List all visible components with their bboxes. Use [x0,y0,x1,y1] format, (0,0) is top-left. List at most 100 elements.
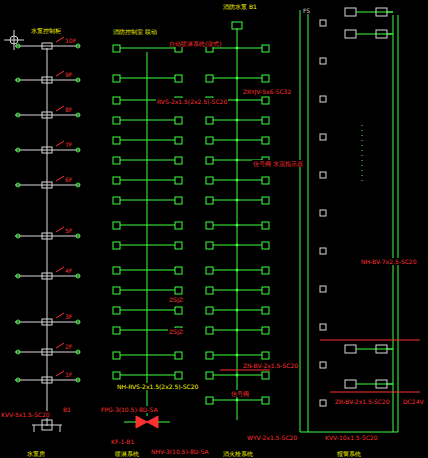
wire [15,115,80,116]
wire [34,425,35,432]
cable-label: KVV-5x1.5-SC20 [0,411,51,418]
cable-label: 9F [64,71,73,78]
cable-label: DC24V [402,398,425,405]
device-symbol [113,242,120,249]
wire [213,78,262,79]
device-symbol [42,43,52,49]
cable-label: FPG-3(10.5)-8D-SA [100,406,159,413]
wire [120,200,175,201]
junction [236,99,239,102]
cable-label: KVV-10x1.5-SC20 [324,434,378,441]
device-symbol [206,242,213,249]
device-symbol [175,222,182,229]
cable-label: 消防控制室 联动 [112,28,158,35]
device-symbol [262,197,269,204]
cable-label: 3F [64,313,73,320]
terminal [76,378,80,382]
wire [124,422,136,423]
device-symbol [320,248,326,254]
cable-label: 6F [64,176,73,183]
junction [236,399,239,402]
device-symbol [175,267,182,274]
terminal [76,78,80,82]
device-symbol [320,20,326,26]
wire [362,125,363,185]
device-symbol [262,75,269,82]
device-symbol [320,172,326,178]
wire [120,48,175,49]
wire [56,343,64,348]
device-symbol [113,307,120,314]
terminal [76,113,80,117]
wire [213,330,262,331]
device-symbol [113,352,120,359]
device-symbol [262,267,269,274]
cable-label: 7F [64,141,73,148]
cable-label: 10F [64,37,77,44]
wire [393,15,394,432]
wire [398,15,399,432]
device-symbol [206,307,213,314]
terminal [76,274,80,278]
wire [213,180,262,181]
device-symbol [206,372,213,379]
terminal [76,44,80,48]
device-symbol [175,242,182,249]
wire [15,150,80,151]
wire [47,48,48,426]
device-symbol [262,97,269,104]
device-symbol [42,273,52,279]
wire [213,355,262,356]
wire [15,80,80,81]
wire [120,225,175,226]
wire [15,322,80,323]
device-symbol [175,75,182,82]
terminal [16,113,20,117]
wire [120,120,175,121]
cable-label: 喷淋系统 [114,450,140,457]
wire [120,245,175,246]
device-symbol [206,117,213,124]
wire [213,200,262,201]
junction [236,159,239,162]
device-symbol [175,137,182,144]
wire [237,28,238,420]
valve-symbol [136,416,158,428]
terminal [16,44,20,48]
wire [387,349,393,350]
cable-label: 自动喷淋系统(湿式) [168,40,223,47]
wire [56,267,64,272]
wire [213,270,262,271]
device-symbol [345,345,356,353]
cable-label: 4F [64,267,73,274]
device-symbol [42,77,52,83]
cable-label: NH-RVS-2x1.5(2x2.5)-SC20 [116,383,199,390]
wire [15,236,80,237]
cable-label: 报警系统 [336,450,362,457]
junction [236,119,239,122]
wire [120,290,175,291]
wire [120,270,175,271]
device-symbol [206,75,213,82]
junction [236,244,239,247]
device-symbol [376,8,387,16]
device-symbol [320,210,326,216]
wire [56,141,64,146]
terminal [76,148,80,152]
junction [236,309,239,312]
cable-label: 消防水泵 B1 [222,3,258,10]
cable-label: KF-1-B1 [110,438,135,445]
device-symbol [345,380,356,388]
wire [120,140,175,141]
device-symbol [262,222,269,229]
device-symbol [262,177,269,184]
device-symbol [345,30,356,38]
wire [56,313,64,318]
wire [56,106,64,111]
junction [236,224,239,227]
cable-label: FS [302,7,311,14]
cable-label: WYV-2x1.5-SC20 [246,434,298,441]
device-symbol [113,287,120,294]
device-symbol [376,30,387,38]
